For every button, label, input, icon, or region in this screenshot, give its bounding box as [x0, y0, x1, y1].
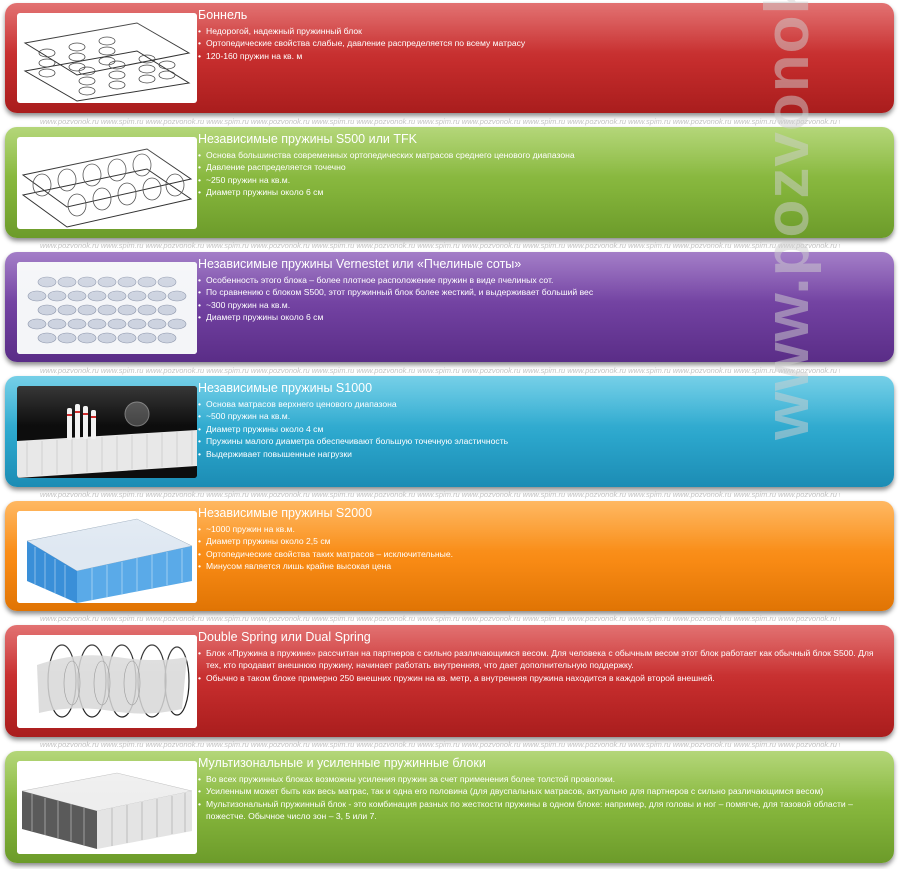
watermark-strip: www.pozvonok.ru www.spim.ru www.pozvonok…: [40, 490, 840, 499]
bullet-item: ~300 пружин на кв.м.: [198, 299, 886, 312]
bullet-item: Обычно в таком блоке примерно 250 внешни…: [198, 672, 886, 685]
bullet-item: Пружины малого диаметра обеспечивают бол…: [198, 435, 886, 448]
panel-title: Боннель: [198, 8, 248, 22]
panel-vernestet: Независимые пружины Vernestet или «Пчели…: [5, 252, 894, 362]
bullet-item: Диаметр пружины около 2,5 см: [198, 535, 886, 548]
bullet-item: Ортопедические свойства таких матрасов –…: [198, 548, 886, 561]
watermark-vertical: www.pozvonok.ru: [753, 0, 822, 440]
bullet-item: Выдерживает повышенные нагрузки: [198, 448, 886, 461]
panel-s500: Независимые пружины S500 или TFK Основа …: [5, 127, 894, 238]
panel-s1000: Независимые пружины S1000 Основа матрасо…: [5, 376, 894, 487]
bullet-item: ~1000 пружин на кв.м.: [198, 523, 886, 536]
bullet-list: ~1000 пружин на кв.м. Диаметр пружины ок…: [198, 523, 886, 573]
panel-bonnel: Боннель Недорогой, надежный пружинный бл…: [5, 3, 894, 113]
double-spring-image: [17, 635, 197, 728]
panel-title: Независимые пружины S2000: [198, 506, 373, 520]
bullet-list: Во всех пружинных блоках возможны усилен…: [198, 773, 886, 823]
watermark-strip: www.pozvonok.ru www.spim.ru www.pozvonok…: [40, 740, 840, 749]
panel-double-spring: Double Spring или Dual Spring Блок «Пруж…: [5, 625, 894, 737]
bullet-list: Особенность этого блока – более плотное …: [198, 274, 886, 324]
bullet-item: Во всех пружинных блоках возможны усилен…: [198, 773, 886, 786]
bullet-item: Диаметр пружины около 6 см: [198, 186, 886, 199]
panel-title: Double Spring или Dual Spring: [198, 630, 371, 644]
bullet-item: Диаметр пружины около 6 см: [198, 311, 886, 324]
watermark-strip: www.pozvonok.ru www.spim.ru www.pozvonok…: [40, 366, 840, 375]
panel-title: Независимые пружины Vernestet или «Пчели…: [198, 257, 522, 271]
bullet-item: Усиленным может быть как весь матрас, та…: [198, 785, 886, 798]
bullet-item: По сравнению с блоком S500, этот пружинн…: [198, 286, 886, 299]
bullet-item: Основа матрасов верхнего ценового диапаз…: [198, 398, 886, 411]
bullet-item: Недорогой, надежный пружинный блок: [198, 25, 886, 38]
bullet-list: Основа большинства современных ортопедич…: [198, 149, 886, 199]
panel-multizone: Мультизональные и усиленные пружинные бл…: [5, 751, 894, 863]
bullet-item: ~250 пружин на кв.м.: [198, 174, 886, 187]
bullet-item: Блок «Пружина в пружине» рассчитан на па…: [198, 647, 886, 672]
multizone-spring-image: [17, 761, 197, 854]
watermark-strip: www.pozvonok.ru www.spim.ru www.pozvonok…: [40, 241, 840, 250]
bullet-list: Основа матрасов верхнего ценового диапаз…: [198, 398, 886, 460]
bullet-list: Недорогой, надежный пружинный блок Ортоп…: [198, 25, 886, 63]
panel-title: Независимые пружины S1000: [198, 381, 373, 395]
honeycomb-spring-image: [17, 262, 197, 354]
panel-title: Мультизональные и усиленные пружинные бл…: [198, 756, 486, 770]
s2000-spring-image: [17, 511, 197, 603]
s1000-spring-image: [17, 386, 197, 478]
bullet-item: Диаметр пружины около 4 см: [198, 423, 886, 436]
bullet-item: ~500 пружин на кв.м.: [198, 410, 886, 423]
watermark-strip: www.pozvonok.ru www.spim.ru www.pozvonok…: [40, 614, 840, 623]
bullet-list: Блок «Пружина в пружине» рассчитан на па…: [198, 647, 886, 685]
bullet-item: Мультизональный пружинный блок - это ком…: [198, 798, 886, 823]
bullet-item: Минусом является лишь крайне высокая цен…: [198, 560, 886, 573]
panel-title: Независимые пружины S500 или TFK: [198, 132, 417, 146]
bullet-item: Особенность этого блока – более плотное …: [198, 274, 886, 287]
bullet-item: 120-160 пружин на кв. м: [198, 50, 886, 63]
watermark-strip: www.pozvonok.ru www.spim.ru www.pozvonok…: [40, 117, 840, 126]
bonnel-spring-image: [17, 13, 197, 103]
bullet-item: Основа большинства современных ортопедич…: [198, 149, 886, 162]
panel-s2000: Независимые пружины S2000 ~1000 пружин н…: [5, 501, 894, 611]
bullet-item: Ортопедические свойства слабые, давление…: [198, 37, 886, 50]
pocket-spring-image: [17, 137, 197, 229]
bullet-item: Давление распределяется точечно: [198, 161, 886, 174]
